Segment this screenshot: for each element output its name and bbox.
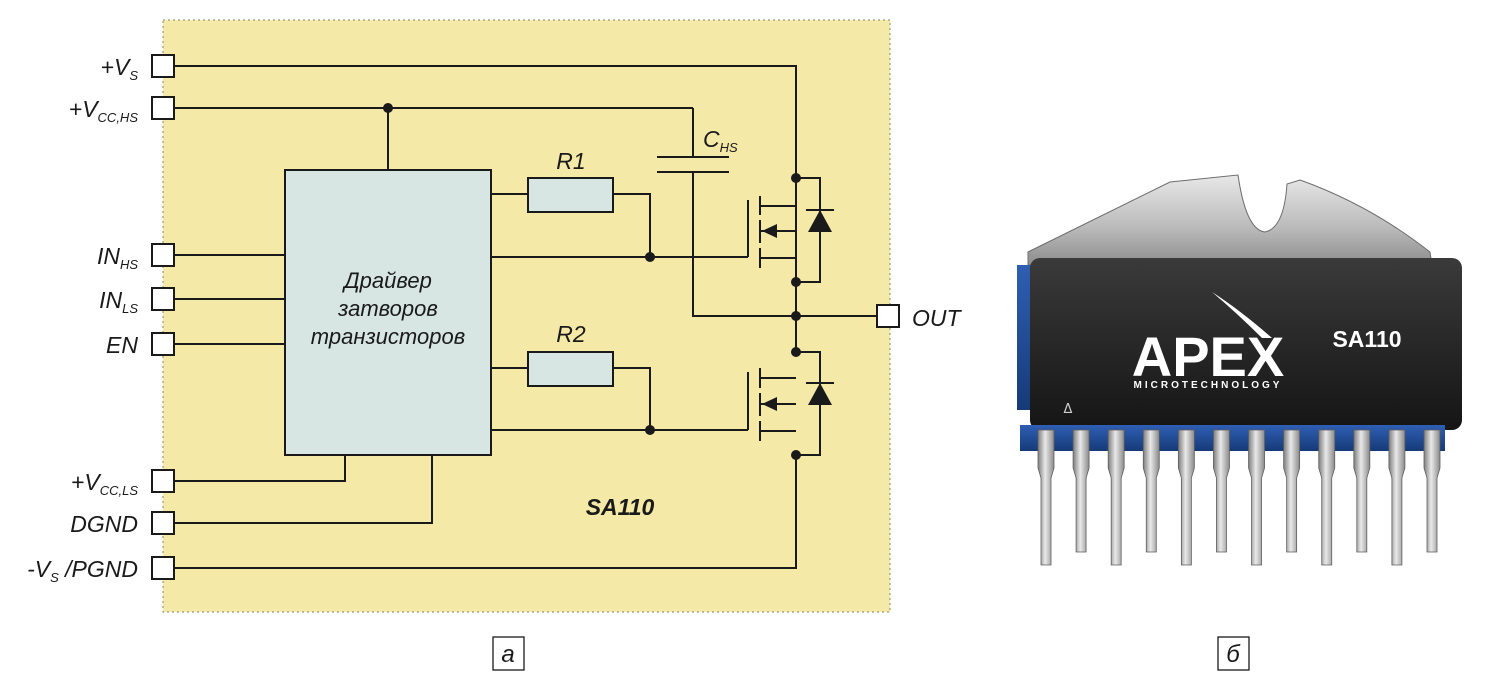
driver-text-line-3: транзисторов bbox=[311, 324, 465, 349]
pin-label-vs: +VS bbox=[101, 54, 139, 83]
package-pin bbox=[1283, 429, 1301, 553]
package-pin bbox=[1353, 429, 1371, 553]
caption-box-a bbox=[492, 636, 525, 671]
driver-text-line-2: затворов bbox=[337, 296, 438, 321]
mosfet-low-side bbox=[747, 351, 834, 456]
pin-box-in-hs bbox=[151, 243, 175, 267]
chip-name-label: SA110 bbox=[586, 494, 655, 520]
pin-box-vs bbox=[151, 54, 175, 78]
junction-dot bbox=[645, 425, 655, 435]
caption-a: а bbox=[501, 641, 514, 668]
package-pin bbox=[1142, 429, 1160, 553]
caption-b: б bbox=[1226, 641, 1241, 668]
package-blue-base bbox=[1020, 425, 1445, 451]
apex-logo: APEX bbox=[1132, 325, 1285, 388]
package-pin bbox=[1388, 429, 1406, 566]
capacitor-chs bbox=[657, 156, 729, 173]
pin-label-vcc-hs: +VCC,HS bbox=[69, 96, 139, 125]
pin-box-pgnd bbox=[151, 556, 175, 580]
package-pins bbox=[1037, 429, 1441, 566]
pin-box-out bbox=[876, 304, 900, 328]
pin-box-en bbox=[151, 332, 175, 356]
mosfet-high-side bbox=[747, 177, 834, 283]
package-pin bbox=[1037, 429, 1055, 566]
package-part-number: SA110 bbox=[1332, 326, 1401, 352]
pin-label-in-ls: INLS bbox=[99, 287, 138, 316]
package-pin bbox=[1213, 429, 1230, 553]
pin-box-dgnd bbox=[151, 511, 175, 535]
pin-label-in-hs: INHS bbox=[97, 243, 138, 272]
apex-logo-swoosh bbox=[1212, 292, 1272, 338]
junction-dot bbox=[791, 311, 801, 321]
package-pin bbox=[1248, 429, 1265, 566]
package-pin bbox=[1423, 429, 1441, 553]
pin-label-vcc-ls: +VCC,LS bbox=[71, 469, 138, 498]
schematic: +VS +VCC,HS INHS INLS EN +VCC,LS DGND -V… bbox=[27, 19, 963, 671]
pin-label-out: OUT bbox=[912, 305, 963, 331]
pin-label-pgnd: -VS /PGND bbox=[27, 556, 138, 585]
package-mark: Δ bbox=[1064, 402, 1073, 417]
resistor-r2 bbox=[527, 351, 614, 387]
junction-dot bbox=[645, 252, 655, 262]
package-pin bbox=[1177, 429, 1195, 566]
capacitor-chs-label: CHS bbox=[703, 126, 738, 155]
apex-logo-subtitle: MICROTECHNOLOGY bbox=[1134, 380, 1283, 391]
pin-box-in-ls bbox=[151, 287, 175, 311]
wires bbox=[174, 65, 877, 569]
package-pin bbox=[1072, 429, 1090, 553]
caption-box-b bbox=[1217, 636, 1250, 671]
resistor-r2-label: R2 bbox=[556, 321, 586, 347]
pin-box-vcc-hs bbox=[151, 96, 175, 120]
package-body bbox=[1030, 258, 1462, 430]
gate-driver-block bbox=[284, 169, 492, 456]
resistor-r1 bbox=[527, 177, 614, 213]
package-photo: APEX MICROTECHNOLOGY SA110 Δ б bbox=[1017, 174, 1462, 671]
package-metal-tab bbox=[1027, 174, 1433, 266]
package-blue-edge bbox=[1017, 265, 1032, 410]
package-pin bbox=[1107, 429, 1125, 566]
package-pin bbox=[1318, 429, 1336, 566]
pin-label-dgnd: DGND bbox=[70, 511, 138, 537]
junction-dot bbox=[383, 103, 393, 113]
resistor-r1-label: R1 bbox=[556, 148, 585, 174]
pin-label-en: EN bbox=[106, 332, 138, 358]
driver-text-line-1: Драйвер bbox=[341, 268, 432, 293]
pin-box-vcc-ls bbox=[151, 469, 175, 493]
